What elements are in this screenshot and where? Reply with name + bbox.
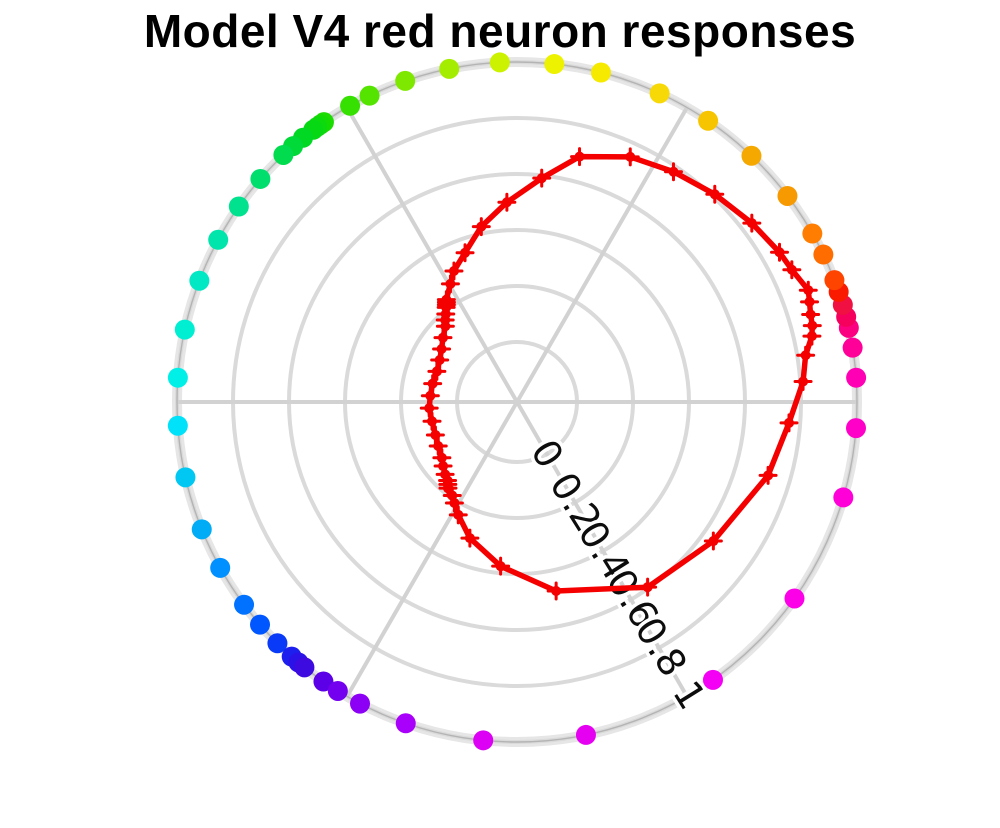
response-marker-cross bbox=[793, 371, 813, 391]
response-marker-cross bbox=[570, 147, 590, 167]
stimulus-dot bbox=[191, 519, 212, 540]
response-marker-cross bbox=[455, 243, 475, 263]
response-marker-cross bbox=[497, 192, 517, 212]
response-marker-cross bbox=[428, 436, 448, 456]
response-marker-cross bbox=[782, 260, 802, 280]
response-marker-cross bbox=[432, 339, 452, 359]
stimulus-dot bbox=[842, 337, 863, 358]
stimulus-dot bbox=[846, 367, 867, 388]
stimulus-dot bbox=[267, 633, 288, 654]
response-marker-cross bbox=[460, 528, 480, 548]
stimulus-dot bbox=[350, 693, 371, 714]
stimulus-dot bbox=[327, 680, 348, 701]
response-marker-cross bbox=[444, 493, 464, 513]
response-marker-cross bbox=[546, 581, 566, 601]
response-marker-cross bbox=[620, 147, 640, 167]
chart-title: Model V4 red neuron responses bbox=[143, 5, 857, 57]
stimulus-dot bbox=[395, 713, 416, 734]
stimulus-dot bbox=[340, 95, 361, 116]
stimulus-dot bbox=[189, 270, 210, 291]
stimulus-dot bbox=[784, 588, 805, 609]
stimulus-dot bbox=[845, 418, 866, 439]
stimulus-dot bbox=[313, 671, 334, 692]
response-marker-cross bbox=[427, 361, 447, 381]
stimulus-dot bbox=[824, 270, 845, 291]
stimulus-dot bbox=[439, 58, 460, 79]
stimulus-dot bbox=[473, 730, 494, 751]
response-marker-cross bbox=[471, 217, 491, 237]
stimulus-dot bbox=[250, 614, 271, 635]
angle-spoke bbox=[345, 106, 689, 698]
response-marker-cross bbox=[638, 577, 658, 597]
stimulus-dot bbox=[590, 62, 611, 83]
stimulus-dot bbox=[167, 367, 188, 388]
response-marker-cross bbox=[422, 411, 442, 431]
response-marker-cross bbox=[420, 386, 440, 406]
response-marker-cross bbox=[779, 413, 799, 433]
stimulus-dot bbox=[175, 467, 196, 488]
response-marker-cross bbox=[440, 274, 460, 294]
response-marker-cross bbox=[796, 345, 816, 365]
stimulus-dot bbox=[813, 244, 834, 265]
response-marker-cross bbox=[423, 374, 443, 394]
stimulus-dot bbox=[698, 110, 719, 131]
stimulus-dot bbox=[489, 52, 510, 73]
stimulus-dot bbox=[273, 144, 294, 165]
outer-ring-line bbox=[176, 61, 858, 743]
response-marker-cross bbox=[758, 465, 778, 485]
response-marker-cross bbox=[742, 213, 762, 233]
response-marker-cross bbox=[435, 316, 455, 336]
stimulus-dot bbox=[802, 223, 823, 244]
stimulus-dot bbox=[234, 594, 255, 615]
response-marker-cross bbox=[705, 184, 725, 204]
stimulus-dot bbox=[741, 145, 762, 166]
stimulus-dot bbox=[395, 70, 416, 91]
stimulus-dot bbox=[777, 185, 798, 206]
response-marker-cross bbox=[430, 350, 450, 370]
response-marker-cross bbox=[663, 162, 683, 182]
response-marker-cross bbox=[770, 242, 789, 262]
response-marker-cross bbox=[448, 505, 468, 525]
stimulus-dot bbox=[833, 487, 854, 508]
stimulus-dot bbox=[210, 557, 231, 578]
stimulus-dot bbox=[575, 724, 596, 745]
stimulus-dot bbox=[250, 168, 271, 189]
stimulus-dot bbox=[228, 196, 249, 217]
response-marker-cross bbox=[491, 556, 511, 576]
response-marker-cross bbox=[798, 280, 818, 300]
stimulus-dot bbox=[649, 83, 670, 104]
response-marker-cross bbox=[444, 261, 464, 281]
response-marker-cross bbox=[802, 316, 822, 336]
stimulus-dot bbox=[544, 54, 565, 75]
stimulus-dot bbox=[702, 669, 723, 690]
stimulus-dot bbox=[294, 657, 315, 678]
response-marker-cross bbox=[703, 531, 723, 551]
stimulus-dot bbox=[174, 319, 195, 340]
stimulus-dot bbox=[359, 85, 380, 106]
stimulus-dot bbox=[208, 229, 229, 250]
response-marker-cross bbox=[532, 168, 552, 188]
response-marker-cross bbox=[425, 425, 445, 445]
stimulus-dot bbox=[167, 415, 188, 436]
